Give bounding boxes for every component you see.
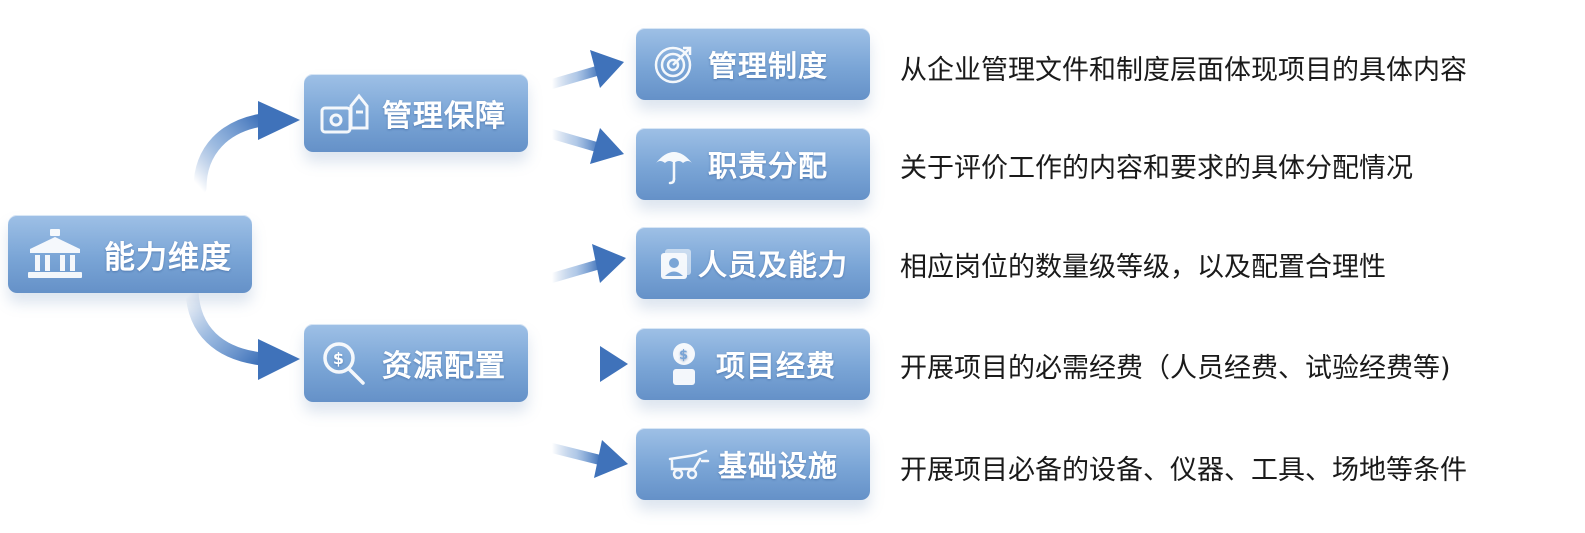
arrow-to-infrastructure xyxy=(547,440,628,478)
svg-text:$: $ xyxy=(333,349,345,368)
leaf-node-infrastructure: 基础设施 xyxy=(636,428,870,500)
root-node-label: 能力维度 xyxy=(104,239,232,276)
leaf-node-responsibility-label: 职责分配 xyxy=(708,149,829,183)
magnifier-coin-icon: $ xyxy=(318,337,372,389)
umbrella-icon xyxy=(652,142,696,186)
equipment-icon xyxy=(666,446,710,482)
description-personnel: 相应岗位的数量级等级，以及配置合理性 xyxy=(900,252,1386,283)
money-icon: $ xyxy=(666,341,702,387)
arrow-to-funding xyxy=(547,346,628,382)
branch-node-management-label: 管理保障 xyxy=(382,99,506,134)
target-icon xyxy=(652,42,696,86)
leaf-node-funding-label: 项目经费 xyxy=(716,349,837,383)
description-infrastructure: 开展项目必备的设备、仪器、工具、场地等条件 xyxy=(900,455,1467,486)
arrow-to-management-system xyxy=(547,50,624,89)
description-management-system: 从企业管理文件和制度层面体现项目的具体内容 xyxy=(900,55,1467,86)
description-funding: 开展项目的必需经费（人员经费、试验经费等) xyxy=(900,353,1451,384)
leaf-node-funding: $ 项目经费 xyxy=(636,328,870,400)
arrow-to-personnel xyxy=(547,244,626,283)
leaf-node-infrastructure-label: 基础设施 xyxy=(718,449,839,483)
root-node: 能力维度 xyxy=(8,215,252,293)
leaf-node-management-system: 管理制度 xyxy=(636,28,870,100)
id-card-icon xyxy=(658,243,694,283)
arrow-root-to-management xyxy=(193,101,300,195)
safe-icon xyxy=(318,87,372,139)
leaf-node-responsibility: 职责分配 xyxy=(636,128,870,200)
arrow-root-to-resources xyxy=(185,285,300,380)
leaf-node-personnel: 人员及能力 xyxy=(636,227,870,299)
description-responsibility: 关于评价工作的内容和要求的具体分配情况 xyxy=(900,153,1413,184)
branch-node-management: 管理保障 xyxy=(304,74,528,152)
arrow-to-responsibility xyxy=(547,128,624,164)
branch-node-resources: $ 资源配置 xyxy=(304,324,528,402)
svg-text:$: $ xyxy=(679,348,689,363)
branch-node-resources-label: 资源配置 xyxy=(382,349,506,384)
leaf-node-management-system-label: 管理制度 xyxy=(708,49,829,83)
bank-icon xyxy=(24,226,86,282)
leaf-node-personnel-label: 人员及能力 xyxy=(698,248,849,282)
